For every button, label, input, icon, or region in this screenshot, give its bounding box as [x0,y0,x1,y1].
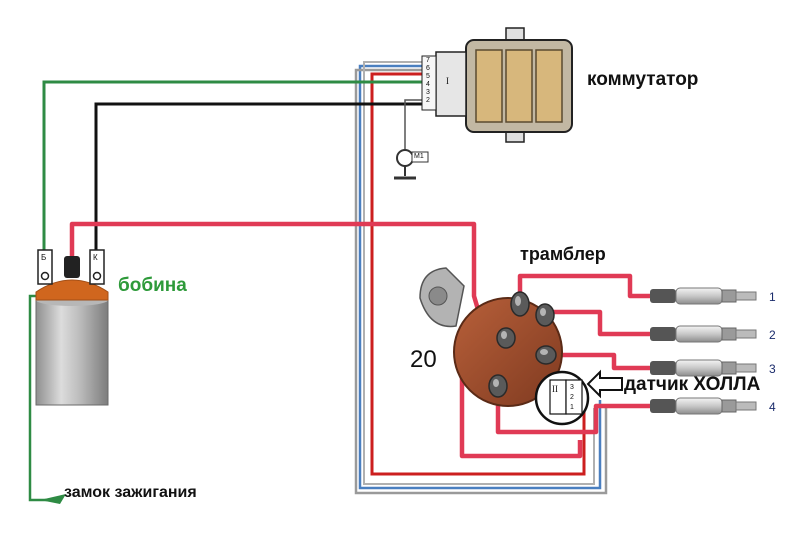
distributor-towers [488,291,557,398]
hall-sensor-pin-label: 3 [570,384,574,391]
hall-sensor-pointer-arrow [586,369,623,399]
commutator [421,27,573,143]
spark-plug-number: 4 [769,400,776,414]
spark-plug-1 [650,287,757,305]
hv-wire-plug-3 [560,352,650,371]
hall-sensor-label: датчик ХОЛЛА [624,374,761,395]
hall-sensor-pin-label: 2 [570,394,574,401]
ground-connection [394,99,429,180]
black-wire [94,102,424,252]
ground-symbol-icon [396,149,414,167]
coil-label: бобина [118,275,187,296]
coil-terminal-k-label: К [93,253,98,262]
bundle-wires [354,61,608,495]
spark-plug-number: 3 [769,362,776,376]
distributor-label: трамблер [520,244,606,264]
connector-pin-label: 2 [426,97,430,104]
gray-bundle-wire-outer [354,68,608,495]
green-wire [42,80,424,250]
connector-pin-label: 7 [426,57,430,64]
spark-plug-number: 1 [769,290,776,304]
hv-wire-plug-1 [517,273,650,302]
commutator-roman-mark: I [446,76,449,86]
commutator-label: коммутатор [587,69,699,90]
ground-label: M1 [414,153,424,160]
spark-plug-number: 2 [769,328,776,342]
coil-terminal-b-label: Б [41,253,47,262]
ignition-switch-arrow [40,494,66,504]
hv-wire-plug-2 [545,309,650,337]
connector-pin-label: 6 [426,65,430,72]
distributor [419,267,563,407]
ignition-switch-label: замок зажигания [64,484,197,501]
spark-plug-2 [650,325,757,343]
connector-pin-label: 4 [426,81,430,88]
ignition-coil [35,249,109,406]
hall-sensor [534,369,623,426]
distributor-cap [453,297,563,407]
gray-bundle-wire-inner [363,61,595,485]
commutator-connector [421,55,437,111]
spark-plug-3 [650,359,757,377]
spark-plug-4 [650,397,757,415]
hall-sensor-roman-mark: II [552,384,558,394]
blue-bundle-wire [358,64,602,490]
connector-pin-label: 5 [426,73,430,80]
distributor-number-label: 20 [410,346,437,373]
hv-wire-plug-4 [495,394,650,435]
red-bundle-wire [370,72,586,476]
connector-pin-label: 3 [426,89,430,96]
hall-sensor-pin-label: 1 [570,404,574,411]
